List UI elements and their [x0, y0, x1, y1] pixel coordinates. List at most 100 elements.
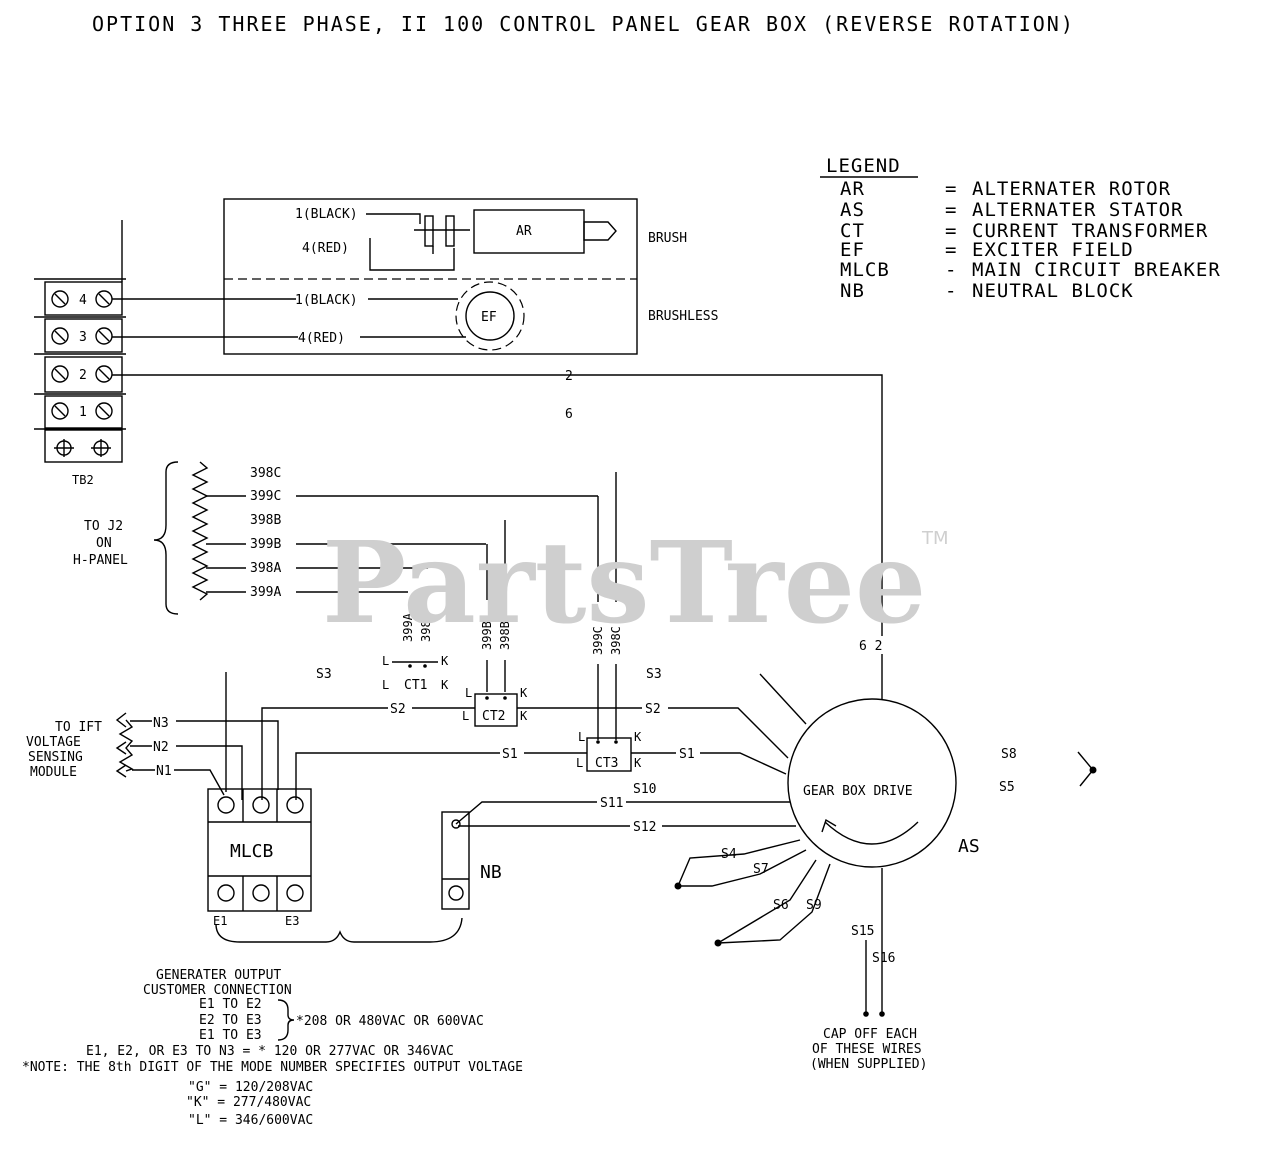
legend-desc-ct: CURRENT TRANSFORMER — [972, 220, 1208, 242]
s8-s5-tie-point — [1089, 766, 1097, 774]
ct1-label: CT1 — [404, 678, 427, 693]
output-code-g: "G" = 120/208VAC — [188, 1080, 313, 1095]
wire-2-label: 2 — [565, 369, 573, 384]
ct3-dot — [596, 740, 600, 744]
wire-s1-label-left: S1 — [502, 747, 518, 762]
stator-circle — [787, 698, 957, 868]
ct1-dot — [423, 664, 427, 668]
wire-s11 — [455, 801, 597, 825]
tb2-screw-1-left — [51, 402, 69, 420]
legend-sep-mlcb: - — [945, 259, 957, 281]
j2-lead-399b: 399B — [250, 537, 281, 552]
brush-contact-b — [445, 215, 455, 247]
mlcb-terminal — [217, 884, 235, 902]
j2-brace — [153, 461, 179, 615]
output-neutral-line: E1, E2, OR E3 TO N3 = * 120 OR 277VAC OR… — [86, 1044, 454, 1059]
ct2-k-top: K — [520, 686, 528, 700]
j2-lead-398a: 398A — [250, 561, 281, 576]
legend-desc-as: ALTERNATER STATOR — [972, 199, 1183, 221]
brush-contact-a — [424, 215, 434, 247]
stator-as-label: AS — [958, 836, 980, 857]
legend-desc-nb: NEUTRAL BLOCK — [972, 280, 1134, 302]
sensing-arrow — [115, 712, 127, 728]
legend-abbr-as: AS — [840, 199, 865, 221]
wire-s4 — [677, 839, 801, 887]
j2-lead-399a: 399A — [250, 585, 281, 600]
ct3-body — [586, 737, 632, 772]
cap-note-line-3: (WHEN SUPPLIED) — [810, 1057, 927, 1072]
stator-label: GEAR BOX DRIVE — [803, 784, 913, 799]
tb2-screw-slot — [54, 405, 66, 417]
tb2-screw-slot — [54, 293, 66, 305]
tb2-end-cap — [44, 429, 123, 463]
sensing-line-1: TO IFT — [55, 720, 102, 735]
output-pair-voltage: *208 OR 480VAC OR 600VAC — [296, 1014, 484, 1029]
ct1-lead-399a: 399A — [401, 612, 415, 642]
nb-top-terminal — [451, 819, 461, 829]
wire-s9 — [717, 863, 831, 944]
brush-wire-4-red: 4(RED) — [302, 241, 349, 256]
mlcb-terminal — [217, 796, 235, 814]
ct1-k-bottom: K — [441, 678, 449, 692]
j2-line-3: H-PANEL — [73, 553, 128, 568]
ct2-l-bottom: L — [462, 709, 469, 723]
legend-sep-ct: = — [945, 220, 957, 242]
tb2-screw-2-right — [95, 365, 113, 383]
s4-s7-tie-point — [674, 882, 682, 890]
ct3-k-bottom: K — [634, 756, 642, 770]
rotor-shaft-tip — [583, 221, 617, 241]
ef-inner-ring — [465, 291, 515, 341]
ct3-dot — [614, 740, 618, 744]
s16-cap-point — [879, 1011, 885, 1017]
cap-note-line-2: OF THESE WIRES — [812, 1042, 922, 1057]
tb2-terminal-4-label: 4 — [79, 293, 87, 308]
wire-s2-label-left: S2 — [390, 702, 406, 717]
watermark-tm: TM — [921, 528, 949, 549]
sensing-n2: N2 — [153, 740, 169, 755]
legend-abbr-mlcb: MLCB — [840, 259, 890, 281]
tb2-terminal-3-label: 3 — [79, 330, 87, 345]
sensing-arrow — [115, 741, 127, 755]
legend-abbr-ct: CT — [840, 220, 865, 242]
watermark-logo: PartsTree — [322, 518, 926, 649]
ct1: L K L CT1 K — [382, 654, 449, 693]
output-code-k: "K" = 277/480VAC — [186, 1095, 311, 1110]
ef-outer-ring — [455, 281, 525, 351]
neutral-block: NB S11 S12 — [441, 796, 796, 910]
ct2-l-top: L — [465, 686, 472, 700]
j2-line-2: ON — [96, 536, 112, 551]
wire-s10-label: S10 — [633, 782, 656, 797]
s15-cap-point — [863, 1011, 869, 1017]
tb2-screw-4-left — [51, 290, 69, 308]
output-pair-brace — [277, 999, 295, 1041]
tb2-screw-1-right — [95, 402, 113, 420]
tb2-terminal-2-label: 2 — [79, 368, 87, 383]
legend-sep-nb: - — [945, 280, 957, 302]
mlcb-body — [207, 788, 312, 912]
stator: GEAR BOX DRIVE AS S8 S5 S4 S7 S6 S9 S15 … — [674, 673, 1097, 1017]
tb2-screw-2-left — [51, 365, 69, 383]
output-code-l: "L" = 346/600VAC — [188, 1113, 313, 1128]
wire-s3-label-left: S3 — [316, 667, 332, 682]
tb2-label: TB2 — [72, 473, 94, 487]
sensing-line-2: VOLTAGE — [26, 735, 81, 750]
wire-s7 — [678, 849, 807, 887]
output-pair-1: E1 TO E2 — [199, 997, 262, 1012]
wire-s6 — [717, 859, 817, 944]
ct1-dot — [408, 664, 412, 668]
s6-s9-tie-point — [714, 939, 722, 947]
legend-desc-ef: EXCITER FIELD — [972, 239, 1134, 261]
ct3-lead-398c: 398C — [609, 626, 623, 655]
ct1-l-top: L — [382, 654, 389, 668]
wire-s1-to-stator — [700, 752, 787, 775]
sensing-line-3: SENSING — [28, 750, 83, 765]
wire-s2-to-stator — [668, 707, 789, 759]
legend-heading: LEGEND — [826, 155, 901, 177]
ct2-dot — [503, 696, 507, 700]
legend-abbr-nb: NB — [840, 280, 865, 302]
ct1-l-bottom: L — [382, 678, 389, 692]
rotor-box: BRUSH BRUSHLESS 1(BLACK) 4(RED) AR 1(BLA… — [223, 198, 718, 355]
tb2-terminal-block: 4 3 2 1 TB2 — [34, 220, 126, 487]
ct3-l-top: L — [578, 730, 585, 744]
voltage-sensing: TO IFT VOLTAGE SENSING MODULE N3 N2 N1 — [26, 712, 279, 800]
